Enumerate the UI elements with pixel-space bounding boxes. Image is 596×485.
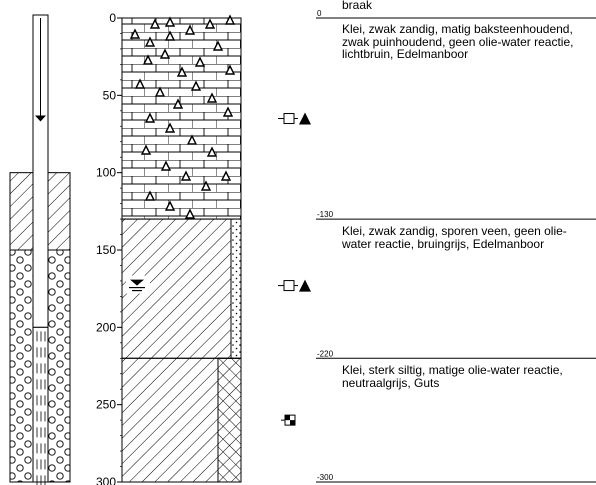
stratum-silt-strip — [217, 357, 242, 483]
rubble-mark — [200, 180, 212, 191]
layer-description: Klei, zwak zandig, sporen veen, geen oli… — [342, 224, 567, 251]
sample-triangle — [299, 112, 311, 125]
rubble-mark — [154, 86, 166, 97]
depth-tick-label: 300 — [96, 475, 116, 485]
rubble-mark — [180, 170, 192, 181]
rubble-mark — [172, 98, 184, 109]
groundwater-symbol — [130, 279, 144, 286]
rubble-mark — [206, 146, 218, 157]
rubble-mark — [129, 28, 141, 39]
rubble-mark — [164, 30, 176, 41]
depth-tick-label: 100 — [96, 166, 116, 180]
rubble-mark — [222, 106, 234, 117]
rubble-mark — [224, 64, 236, 75]
layer-depth-label: -130 — [317, 210, 334, 219]
rubble-mark — [186, 134, 198, 145]
well-level-marker — [35, 115, 46, 122]
sample-checker-cell — [285, 415, 290, 421]
well-screen — [32, 326, 49, 483]
sample-square — [283, 280, 295, 292]
sample-square — [283, 113, 295, 125]
depth-tick-label: 200 — [96, 320, 116, 334]
rubble-mark — [142, 54, 154, 65]
sample-triangle — [299, 279, 311, 292]
layer-description: Klei, zwak zandig, matig baksteenhoudend… — [342, 22, 574, 62]
rubble-mark — [194, 56, 206, 67]
rubble-mark — [144, 36, 156, 47]
sample-checker-cell — [290, 420, 295, 426]
layer-description: Klei, sterk siltig, matige olie-water re… — [342, 363, 563, 390]
layer-description: braak — [342, 0, 373, 12]
rubble-mark — [224, 14, 236, 25]
depth-tick-label: 150 — [96, 243, 116, 257]
stratum-rubble-clay — [121, 17, 242, 220]
stratum-sand-dots — [231, 219, 241, 359]
rubble-mark — [144, 112, 156, 123]
layer-depth-label: -220 — [317, 349, 334, 358]
rubble-mark — [204, 18, 216, 29]
rubble-mark — [159, 48, 171, 59]
rubble-mark — [184, 208, 196, 219]
rubble-mark — [190, 80, 202, 91]
rubble-mark — [164, 200, 176, 211]
rubble-mark — [164, 16, 176, 27]
depth-tick-label: 250 — [96, 398, 116, 412]
rubble-mark — [144, 190, 156, 201]
rubble-mark — [140, 144, 152, 155]
rubble-mark — [149, 18, 161, 29]
rubble-mark — [176, 66, 188, 77]
rubble-mark — [220, 170, 232, 181]
layer-depth-label: -300 — [317, 473, 334, 482]
rubble-mark — [184, 24, 196, 35]
rubble-mark — [212, 40, 224, 51]
depth-tick-label: 0 — [109, 11, 116, 25]
depth-tick-label: 50 — [103, 88, 117, 102]
rubble-mark — [134, 78, 146, 89]
rubble-mark — [160, 160, 172, 171]
rubble-mark — [164, 122, 176, 133]
rubble-mark — [206, 92, 218, 103]
layer-depth-label: 0 — [317, 9, 322, 18]
